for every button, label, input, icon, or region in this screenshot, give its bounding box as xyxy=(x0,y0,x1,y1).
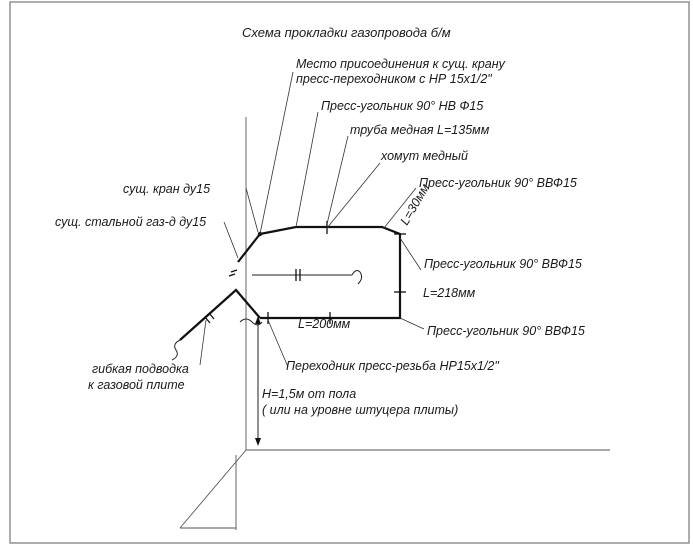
copper-pipe-main xyxy=(259,225,402,320)
label-elbow-nv: Пресс-угольник 90° НВ Ф15 xyxy=(321,99,483,113)
flexible-hose xyxy=(171,288,263,361)
leader-clamp xyxy=(326,162,381,229)
leader-elbow-3 xyxy=(399,317,425,330)
leader-elbow-1 xyxy=(383,187,417,229)
leader-connection xyxy=(259,71,294,235)
label-length-218: L=218мм xyxy=(423,286,476,300)
hose-tick-2 xyxy=(208,312,215,320)
steel-pipe-break-1 xyxy=(230,269,238,273)
label-length-200: L=200мм xyxy=(298,317,351,331)
label-elbow-vvf-1: Пресс-угольник 90° ВВФ15 xyxy=(419,176,577,190)
label-copper-pipe: труба медная L=135мм xyxy=(350,123,490,137)
label-height-line2: ( или на уровне штуцера плиты) xyxy=(262,403,458,417)
leader-hose xyxy=(199,319,207,366)
floor-diagonal-line xyxy=(179,449,247,529)
label-elbow-vvf-3: Пресс-угольник 90° ВВФ15 xyxy=(427,324,585,338)
wall-break-curve xyxy=(239,318,263,326)
diagram-title: Схема прокладки газопровода б/м xyxy=(242,25,451,40)
height-arrow-bottom xyxy=(255,438,261,446)
height-arrow-top xyxy=(255,316,261,324)
rear-pipe-run xyxy=(252,269,363,285)
steel-pipe-break-2 xyxy=(228,273,236,277)
label-existing-valve: сущ. кран ду15 xyxy=(123,182,210,196)
wall-corner xyxy=(179,117,610,530)
copper-pipe-route xyxy=(259,221,406,324)
label-connection-line1: Место присоединения к сущ. крану xyxy=(296,57,506,71)
label-existing-steel-pipe: сущ. стальной газ-д ду15 xyxy=(55,215,206,229)
existing-steel-pipe xyxy=(228,231,263,277)
label-elbow-vvf-2: Пресс-угольник 90° ВВФ15 xyxy=(424,257,582,271)
steel-pipe-segment xyxy=(237,233,261,263)
label-height-line1: Н=1,5м от пола xyxy=(262,387,356,401)
leader-lines xyxy=(199,71,425,368)
hose-end-curl xyxy=(171,339,181,361)
leader-elbow-2 xyxy=(399,237,422,271)
leader-valve xyxy=(245,187,259,233)
label-flex-hose-line2: к газовой плите xyxy=(88,378,185,392)
label-connection-line2: пресс-переходником с НР 15х1/2" xyxy=(296,72,492,86)
leader-elbow-nv xyxy=(295,111,319,228)
label-flex-hose-line1: гибкая подводка xyxy=(92,362,189,376)
rear-pipe-end xyxy=(351,270,363,285)
drawing-frame xyxy=(9,1,690,544)
leader-adapter xyxy=(267,319,289,368)
label-copper-clamp: хомут медный xyxy=(380,149,468,163)
leader-steel-pipe xyxy=(223,221,239,259)
label-adapter: Переходник пресс-резьба НР15х1/2" xyxy=(286,359,499,373)
hose-tick-1 xyxy=(204,316,211,324)
height-dimension xyxy=(255,316,261,446)
leader-copper-pipe xyxy=(326,135,349,225)
flexible-hose-line xyxy=(179,288,261,341)
